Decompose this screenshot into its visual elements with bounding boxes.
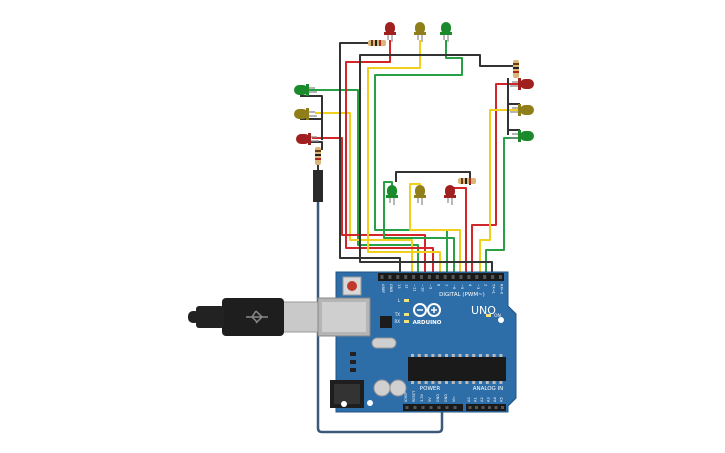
digital-pin-label: ~10 (421, 284, 425, 292)
power-pin-label: IOREF (404, 392, 408, 402)
wire-center-green (383, 181, 455, 272)
usb-cable-wire (316, 200, 444, 434)
digital-pin-label: GND (389, 284, 393, 292)
power-pin-label: GND (436, 394, 440, 402)
led-left-red (296, 133, 319, 145)
resistors (315, 40, 519, 184)
resistor-right (513, 60, 519, 78)
led-center-red (444, 185, 456, 205)
model-label: UNO (471, 304, 496, 317)
digital-pin-label: ~9 (428, 284, 432, 290)
status-led-label: RX (394, 319, 400, 324)
resistor-center (458, 178, 476, 184)
analog-pin-label: A2 (480, 397, 484, 402)
analog-label: ANALOG IN (473, 386, 504, 392)
power-pin-label: 5V (428, 397, 432, 402)
analog-pin-label: A0 (467, 397, 471, 402)
wire-right-red (471, 83, 522, 272)
resistor-left (315, 147, 321, 165)
led-top-yellow (414, 22, 426, 42)
digital-pin-label: RX←0 (500, 284, 504, 295)
wires (300, 40, 522, 272)
power-pin-label: GND (444, 394, 448, 402)
analog-pin-label: A1 (474, 397, 478, 402)
wire-right-ground (359, 54, 516, 272)
wire-top-yellow (367, 40, 441, 272)
digital-pin-label: AREF (381, 284, 385, 293)
leds (294, 22, 534, 205)
digital-pin-labels: AREF GND 13 12 ~11 ~10~9 8 7 ~6 ~5 4 ~3 2 TX→1 RX←0 (380, 275, 504, 295)
digital-pin-label: ~3 (476, 284, 480, 289)
digital-pin-label: ~5 (460, 284, 464, 289)
digital-pin-label: 2 (484, 284, 488, 286)
led-center-green (386, 185, 398, 205)
digital-pin-label: 7 (444, 284, 448, 286)
capacitor-1 (373, 379, 391, 397)
digital-header (378, 273, 504, 281)
status-leds: L TX RX (394, 298, 409, 324)
power-header (403, 404, 463, 411)
led-right-yellow (510, 104, 534, 116)
crystal (371, 337, 397, 349)
power-pin-label: 3.3V (420, 393, 424, 402)
usb-strain-relief (196, 306, 224, 328)
led-top-green (440, 22, 452, 42)
led-right-green (510, 130, 534, 142)
led-left-green (294, 84, 317, 96)
arduino-board[interactable]: AREF GND 13 12 ~11 ~10~9 8 7 ~6 ~5 4 ~3 2 TX→1 RX←0 DI… (317, 271, 517, 413)
status-led-label: TX (394, 312, 400, 317)
wire-right-green (485, 137, 522, 272)
power-label: POWER (420, 386, 441, 392)
power-pin-label: Vin (452, 396, 456, 402)
usb-chip (380, 316, 392, 328)
power-pin-label: RESET (412, 390, 416, 402)
arduino-logo-icon (413, 303, 441, 317)
wire-left-yellow (315, 112, 413, 272)
digital-pin-label: 8 (436, 284, 440, 287)
analog-header (466, 404, 506, 411)
digital-label: DIGITAL (PWM~) (439, 292, 485, 298)
analog-pin-label: A5 (500, 397, 504, 402)
analog-pin-label: A3 (487, 397, 491, 402)
power-pin-labels: IOREF RESET 3.3V 5V GND GND Vin (404, 390, 457, 409)
led-left-yellow (294, 108, 317, 120)
on-label: ON (494, 313, 501, 319)
led-right-red (510, 78, 534, 90)
capacitor-2 (389, 379, 407, 397)
digital-pin-label: 12 (405, 284, 409, 289)
resistor-top (368, 40, 386, 46)
led-top-red (384, 22, 396, 42)
digital-pin-label: TX→1 (492, 283, 496, 294)
ground-connector (313, 170, 323, 202)
brand-label: ARDUINO (413, 320, 442, 326)
usb-icon (246, 310, 268, 324)
digital-pin-label: ~11 (413, 284, 417, 292)
analog-pin-label: A4 (493, 397, 497, 402)
digital-pin-label: ~6 (452, 284, 456, 290)
microcontroller-chip (408, 357, 506, 381)
led-center-yellow (414, 185, 426, 205)
status-led-label: L (398, 298, 401, 303)
digital-pin-label: 4 (468, 284, 472, 287)
digital-pin-label: 13 (397, 284, 401, 289)
wire-right-yellow (479, 109, 522, 272)
